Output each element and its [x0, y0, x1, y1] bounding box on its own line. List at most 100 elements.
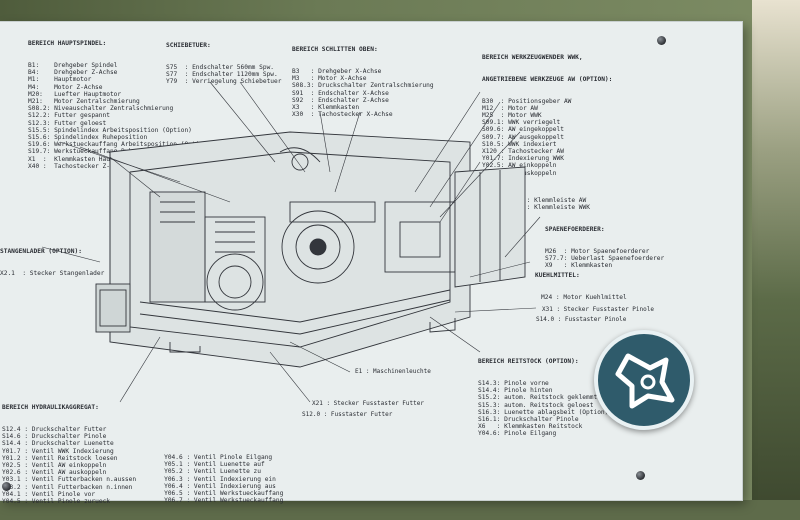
text-line: X3 : Klemmkasten	[292, 104, 360, 112]
reitstock-title: BEREICH REITSTOCK (OPTION):	[478, 358, 579, 366]
text-line: S09.1: WWK verriegelt	[482, 119, 561, 127]
kuehlmittel-title: KUEHLMITTEL:	[535, 272, 580, 280]
text-line: S14.3: Pinole vorne	[478, 380, 549, 388]
text-line: M12 : Motor AW	[482, 104, 538, 112]
text-line: M21: Motor Zentralschmierung	[28, 98, 140, 106]
text-line: S92 : Endschalter Z-Achse	[292, 96, 389, 104]
text-line: S12.3: Futter geloest	[28, 119, 107, 127]
hauptspindel-block: BEREICH HAUPTSPINDEL: B1: Drehgeber Spin…	[28, 26, 211, 184]
text-line: M1: Hauptmotor	[28, 76, 92, 84]
text-line: X6 : Klemmkasten Reitstock	[478, 423, 583, 431]
text-line: S15.6: Spindelindex Ruheposition	[28, 134, 148, 142]
futter-stecker-label: X21 : Stecker Fusstaster Futter	[312, 400, 424, 407]
screw-top-right	[657, 36, 666, 45]
stangenlader-list: X2.1 : Stecker Stangenlader	[0, 270, 104, 277]
text-line: B4: Drehgeber Z-Achse	[28, 69, 118, 77]
text-line: S15.3: autom. Reitstock geloest	[478, 401, 594, 409]
text-line: Y03.2 : Ventil Futterbacken n.innen	[2, 483, 133, 491]
screw-bottom-left	[2, 482, 11, 491]
text-line: S14.6 : Druckschalter Pinole	[2, 433, 107, 441]
text-line: S16.1: Druckschalter Pinole	[478, 416, 579, 424]
reitstock-block: BEREICH REITSTOCK (OPTION): S14.3: Pinol…	[478, 344, 608, 452]
kuehlmittel-list: M24 : Motor Kuehlmittel	[541, 294, 627, 301]
text-line: S08.3: Druckschalter Zentralschmierung	[292, 82, 434, 90]
text-line: B30 : Positionsgeber AW	[482, 97, 572, 105]
text-line: S12.4 : Druckschalter Futter	[2, 426, 107, 434]
text-line: Y03.1 : Ventil Futterbacken n.aussen	[2, 476, 137, 484]
text-line: S08.2: Niveauschalter Zentralschmierung	[28, 105, 174, 113]
text-line: Y02.5: AW einkoppeln	[482, 162, 557, 170]
text-line: Y04.1 : Ventil Pinole vor	[2, 490, 96, 498]
kuehlmittel-block: KUEHLMITTEL: M24 : Motor Kuehlmittel	[535, 258, 627, 316]
text-line: S10.5: WWK indexiert	[482, 140, 557, 148]
text-line: Y06.4 : Ventil Indexierung aus	[164, 482, 276, 490]
schiebetuer-list: S75 : Endschalter 560mm Spw.S77 : Endsch…	[166, 64, 281, 86]
text-line: X9 : Klemmkasten	[545, 262, 613, 270]
text-line: Y01.7: Indexierung WWK	[482, 155, 564, 163]
schiebetuer-block: SCHIEBETUER: S75 : Endschalter 560mm Spw…	[166, 28, 281, 100]
text-line: S09.6: AW eingekoppelt	[482, 126, 564, 134]
stangenlader-title: STANGENLADER (OPTION):	[0, 248, 82, 256]
pinole-taster-label: S14.0 : Fusstaster Pinole	[536, 316, 627, 323]
text-line: Y01.7 : Ventil WWK Indexierung	[2, 447, 114, 455]
text-line: X120 : Tachostecker AW	[482, 148, 564, 156]
lampe-label: E1 : Maschinenleuchte	[355, 368, 431, 375]
text-line: S15.2: autom. Reitstock geklemmt	[478, 394, 598, 402]
screw-bottom-right	[636, 471, 645, 480]
text-line: M20: Luefter Hauptmotor	[28, 90, 122, 98]
hydraulik-title: BEREICH HYDRAULIKAGGREGAT:	[2, 404, 99, 412]
schiebetuer-title: SCHIEBETUER:	[166, 42, 211, 50]
text-line: M4: Motor Z-Achse	[28, 83, 103, 91]
leader-lines	[41, 81, 541, 403]
werkzeugwender-subtitle: ANGETRIEBENE WERKZEUGE AW (OPTION):	[482, 76, 613, 84]
text-line: Y02.5 : Ventil AW einkoppeln	[2, 462, 107, 470]
text-line: S75 : Endschalter 560mm Spw.	[166, 64, 275, 72]
watermark-logo	[594, 330, 694, 430]
text-line: S14.4: Pinole hinten	[478, 387, 553, 395]
werkzeugwender-block: BEREICH WERKZEUGWENDER WWK, ANGETRIEBENE…	[482, 40, 612, 226]
spaeneforderer-title: SPAENEFOERDERER:	[545, 226, 605, 234]
text-line: B1: Drehgeber Spindel	[28, 62, 118, 70]
text-line: S91 : Endschalter X-Achse	[292, 89, 389, 97]
schlitten-title: BEREICH SCHLITTEN OBEN:	[292, 46, 378, 54]
text-line: Y79 : Verriegelung Schiebetuer	[166, 78, 282, 86]
text-line: M25 : Motor WWK	[482, 112, 542, 120]
spaeneforderer-block: SPAENEFOERDERER: M26 : Motor Spaenefoerd…	[545, 212, 664, 284]
text-line: S77 : Endschalter 1120mm Spw.	[166, 71, 278, 79]
lathe-drawing	[41, 81, 541, 403]
pinole-stecker-label: X31 : Stecker Fusstaster Pinole	[542, 306, 654, 313]
text-line: S16.3: Luenette ablagsbeit (Option)	[478, 408, 609, 416]
star-logo-icon	[615, 353, 675, 409]
text-line: Y01.2 : Ventil Reitstock loesen	[2, 454, 118, 462]
text-line: Y06.5 : Ventil Werkstueckauffang	[164, 490, 284, 498]
schlitten-block: BEREICH SCHLITTEN OBEN: B3 : Drehgeber X…	[292, 32, 434, 133]
text-line: Y04.6: Pinole Eilgang	[478, 430, 557, 438]
stangenlader-block: STANGENLADER (OPTION): X2.1 : Stecker St…	[0, 234, 104, 292]
werkzeugwender-title: BEREICH WERKZEUGWENDER WWK,	[482, 54, 583, 62]
text-line: X30 : Tachostecker X-Achse	[292, 111, 393, 119]
text-line: Y05.1 : Ventil Luenette auf	[164, 461, 265, 469]
hauptspindel-title: BEREICH HAUPTSPINDEL:	[28, 40, 107, 48]
text-line: M3 : Motor X-Achse	[292, 75, 367, 83]
text-line: Y06.3 : Ventil Indexierung ein	[164, 475, 276, 483]
background-machine-view	[752, 0, 800, 500]
text-line: S09.7: AW ausgekoppelt	[482, 133, 564, 141]
text-line: M24 : Motor Kuehlmittel	[541, 294, 627, 302]
text-line: Y04.6 : Ventil Pinole Eilgang	[164, 454, 273, 462]
text-line: X2.1 : Stecker Stangenlader	[0, 270, 105, 278]
info-plate: BEREICH HAUPTSPINDEL: B1: Drehgeber Spin…	[0, 22, 742, 505]
futter-taster-label: S12.0 : Fusstaster Futter	[302, 411, 393, 418]
text-line: M26 : Motor Spaenefoerderer	[545, 248, 650, 256]
text-line: S15.5: Spindelindex Arbeitsposition (Opt…	[28, 126, 192, 134]
text-line: B3 : Drehgeber X-Achse	[292, 68, 382, 76]
text-line: Y02.6 : Ventil AW auskoppeln	[2, 469, 107, 477]
text-line: S12.2: Futter gespannt	[28, 112, 110, 120]
text-line: Y05.2 : Ventil Luenette zu	[164, 468, 261, 476]
lathe-outline	[95, 131, 526, 368]
text-line: S77.7: Ueberlast Spaenefoerderer	[545, 255, 665, 263]
